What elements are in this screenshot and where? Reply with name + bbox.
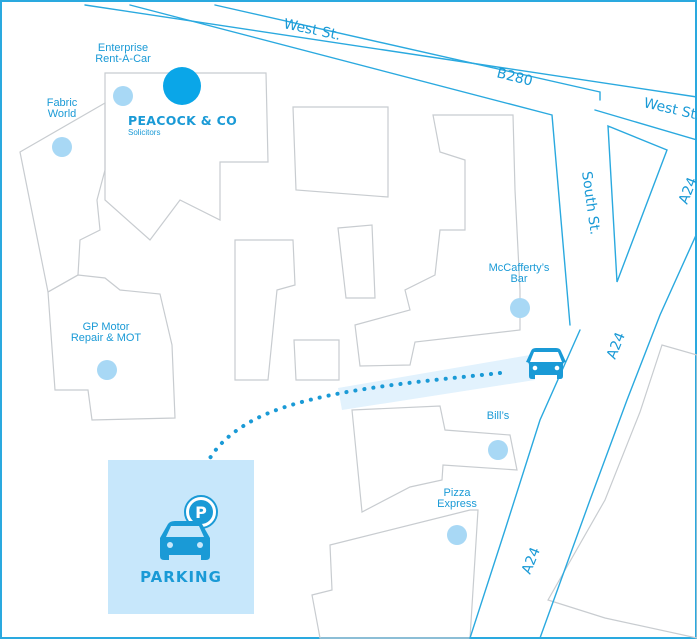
building (19, 101, 106, 293)
poi-enterprise[interactable]: Enterprise Rent-A-Car (95, 42, 151, 106)
parking-label: PARKING (140, 568, 222, 586)
road-label-south-st: South St. (578, 170, 603, 236)
poi-label: World (48, 108, 77, 120)
building (547, 344, 697, 639)
poi-label: GP Motor (83, 321, 130, 333)
poi-label: Bar (510, 273, 527, 285)
poi-label: Fabric (47, 97, 78, 109)
poi-marker-icon[interactable] (113, 86, 133, 106)
car-icon[interactable] (526, 348, 566, 379)
poi-marker-icon[interactable] (52, 137, 72, 157)
building (354, 114, 521, 367)
road-island-triangle (607, 124, 668, 283)
poi-label: Pizza (444, 487, 472, 499)
building (311, 509, 479, 639)
poi-label: Rent-A-Car (95, 53, 151, 65)
building (337, 224, 376, 299)
parking-car-icon (160, 521, 210, 560)
building (351, 405, 518, 513)
road-label-a24-upper: A24 (676, 175, 697, 206)
poi-bills[interactable]: Bill’s (487, 410, 510, 460)
poi-label: Express (437, 498, 477, 510)
poi-gp-motor[interactable]: GP Motor Repair & MOT (71, 321, 142, 380)
parking-sign-icon[interactable]: P (184, 495, 218, 529)
buildings (19, 72, 697, 639)
destination-name[interactable]: PEACOCK & CO (128, 113, 237, 128)
building (104, 72, 269, 241)
route-path (198, 371, 502, 484)
building (292, 106, 389, 198)
road-west-st-south-edge (129, 4, 571, 326)
poi-label: Repair & MOT (71, 332, 142, 344)
building (234, 239, 296, 381)
route-highlight (338, 355, 535, 410)
destination-marker-icon[interactable] (163, 67, 201, 105)
destination-subtitle: Solicitors (128, 128, 160, 137)
road-label-a24-lower: A24 (519, 545, 544, 576)
poi-pizza-express[interactable]: Pizza Express (437, 487, 477, 545)
poi-fabric-world[interactable]: Fabric World (47, 97, 78, 157)
building (47, 274, 176, 421)
building (293, 339, 340, 381)
poi-label: Bill’s (487, 410, 510, 422)
road-a24-east-edge (539, 232, 697, 639)
poi-marker-icon[interactable] (510, 298, 530, 318)
poi-label: Enterprise (98, 42, 148, 54)
road-label-a24-middle: A24 (604, 330, 629, 361)
parking-sign-letter: P (195, 503, 207, 522)
poi-marker-icon[interactable] (447, 525, 467, 545)
road-west-st-east-edge (594, 109, 697, 141)
roads (84, 4, 697, 639)
poi-marker-icon[interactable] (97, 360, 117, 380)
road-label-west-st-east: West St. (642, 95, 697, 124)
road-label-b280: B280 (495, 65, 534, 89)
poi-marker-icon[interactable] (488, 440, 508, 460)
poi-label: McCafferty’s (489, 262, 550, 274)
road-west-st-inner-edge (214, 4, 601, 101)
poi-mccaffertys-bar[interactable]: McCafferty’s Bar (489, 262, 550, 318)
